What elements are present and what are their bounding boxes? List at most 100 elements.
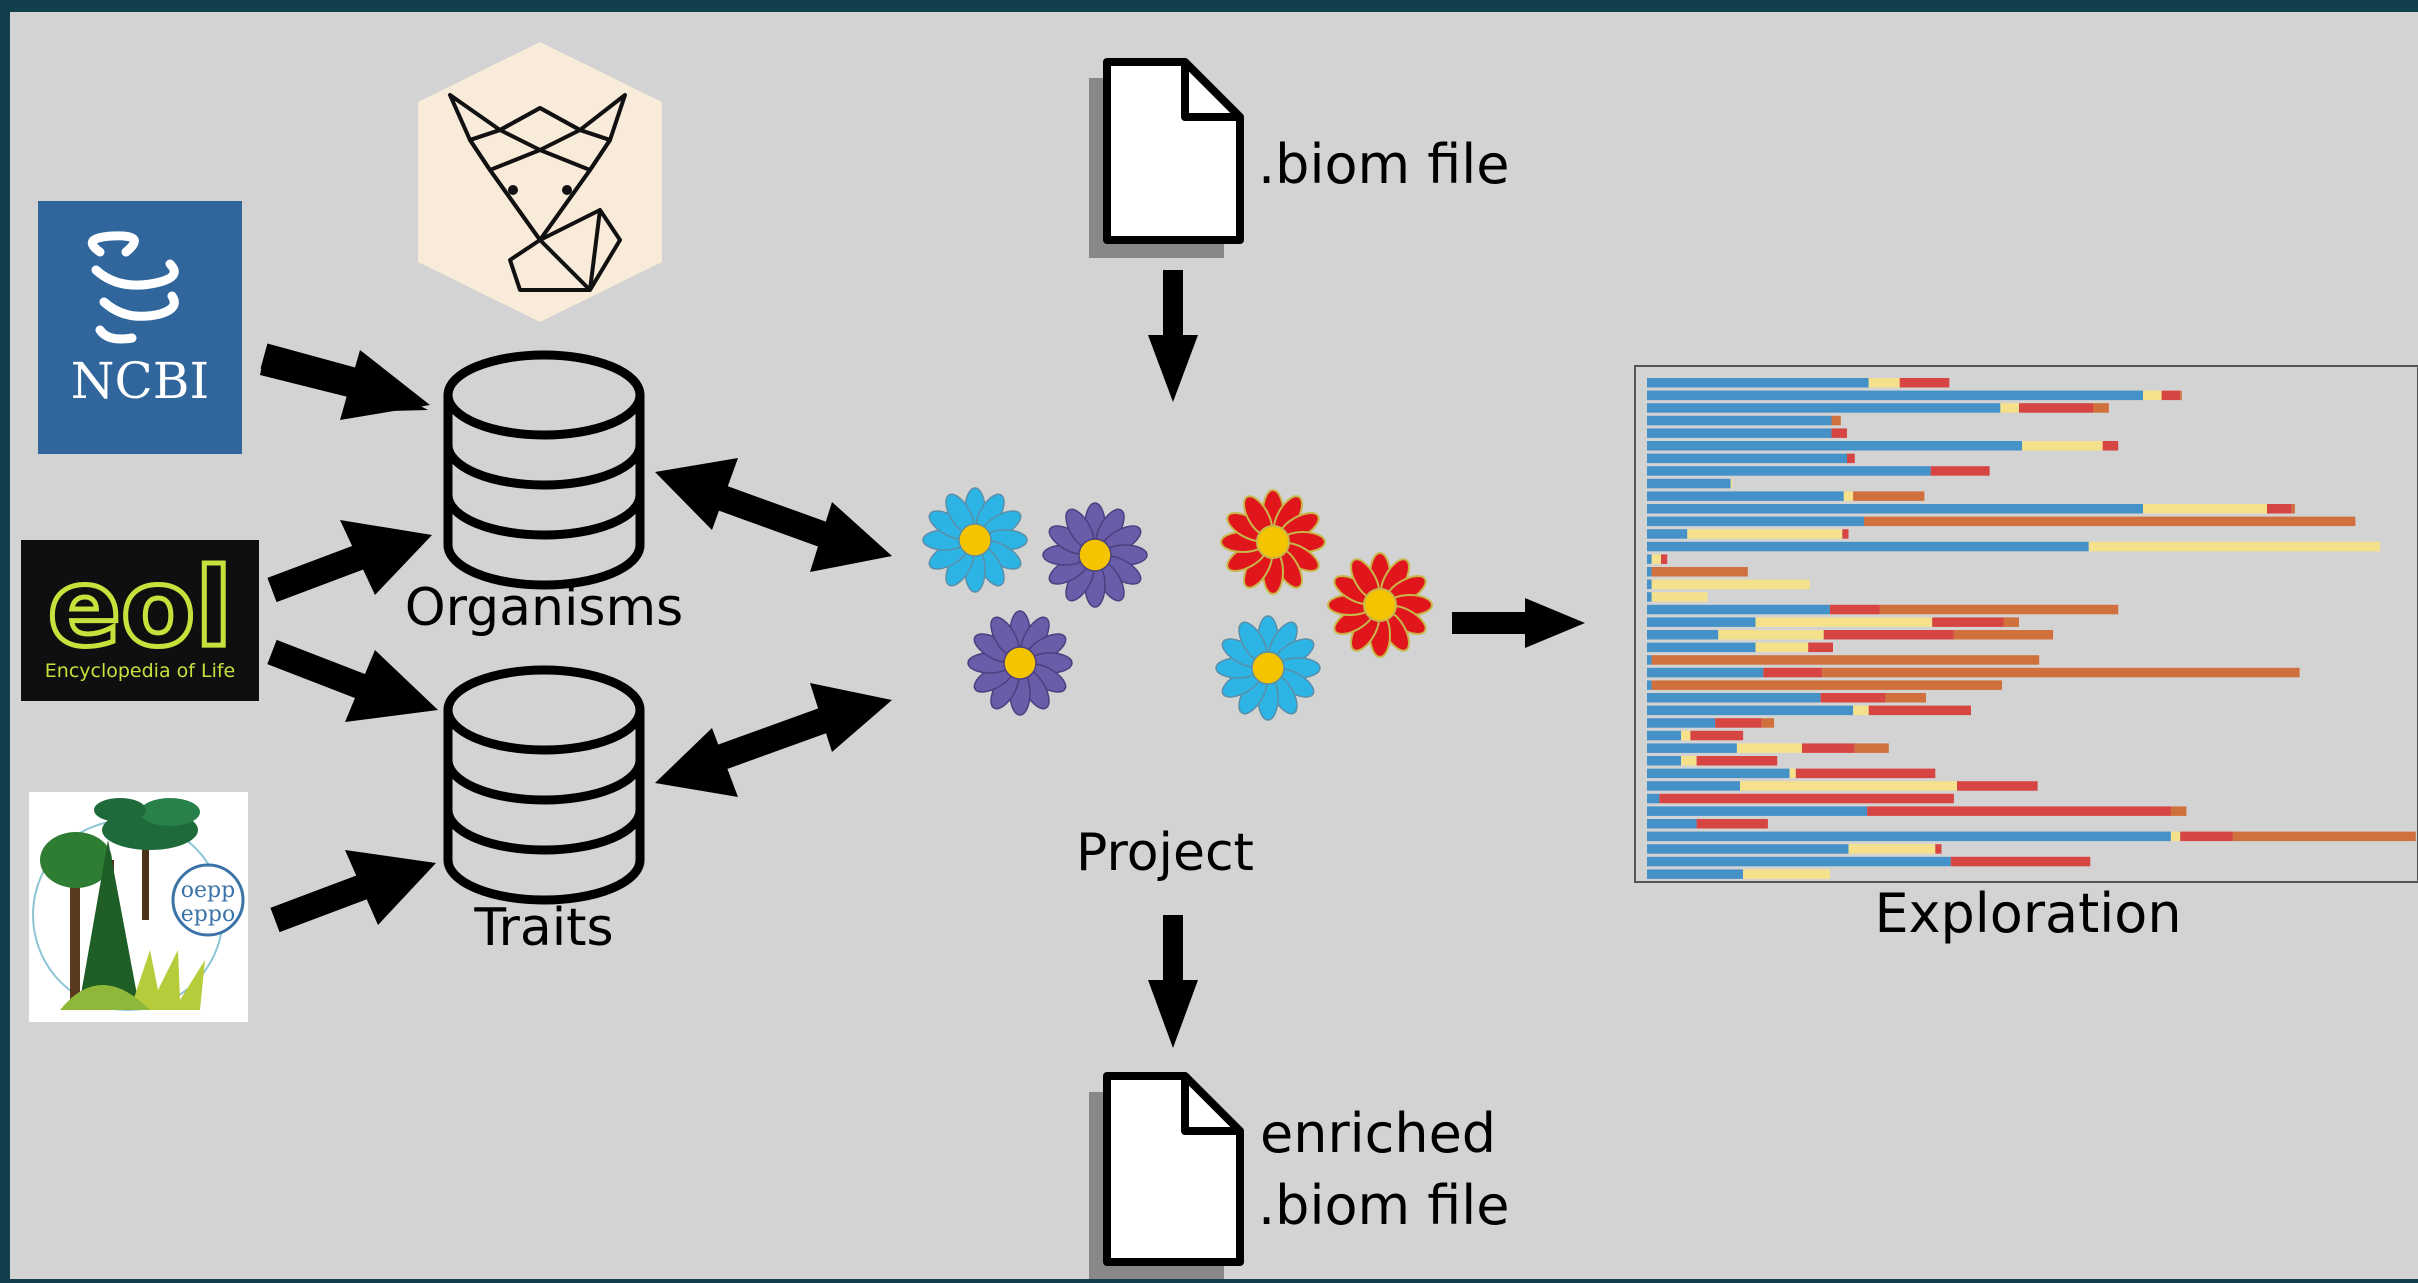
arrow-ncbi-to-organisms (260, 343, 430, 420)
exploration-bar-segment (1647, 819, 1697, 829)
exploration-bar-segment (2102, 441, 2119, 451)
exploration-bar-segment (1647, 756, 1682, 766)
exploration-bar-segment (1681, 730, 1691, 741)
exploration-bar-segment (2143, 504, 2267, 514)
arrow-eppo-to-traits (270, 850, 436, 933)
exploration-bar-segment (1651, 655, 2040, 665)
exploration-bar-segment (1847, 453, 1855, 464)
exploration-bar-segment (1885, 693, 1926, 703)
exploration-bar-segment (1647, 617, 1756, 627)
traits-database-icon (443, 665, 645, 905)
enriched-file-label-line1: enriched (1260, 1102, 1496, 1165)
exploration-bar-segment (1681, 756, 1697, 766)
exploration-bar-segment (1647, 718, 1716, 728)
exploration-bar-segment (1950, 856, 2091, 867)
exploration-bar-segment (1829, 604, 1880, 615)
exploration-bar-segment (1647, 415, 1832, 426)
ncbi-helix-icon (87, 231, 179, 344)
traits-label: Traits (473, 898, 613, 958)
exploration-bar-segment (1647, 642, 1756, 653)
exploration-bar-segment (2170, 806, 2187, 816)
exploration-bar-segment (1831, 415, 1841, 426)
exploration-bar-segment (2143, 390, 2162, 401)
enriched-file-label-line2: .biom file (1258, 1174, 1510, 1237)
exploration-bar-segment (1647, 743, 1737, 753)
exploration-bar-segment (1647, 541, 2089, 552)
ncbi-logo-text: NCBI (71, 352, 210, 410)
arrow-project-to-exploration (1452, 598, 1585, 648)
exploration-bar-segment (1647, 869, 1744, 879)
exploration-bar-segment (2180, 831, 2233, 842)
exploration-bar-segment (1864, 516, 2356, 527)
organisms-label: Organisms (405, 578, 684, 638)
exploration-bar-segment (1647, 604, 1830, 615)
exploration-bar-segment (2019, 403, 2094, 413)
exploration-bar-segment (1932, 617, 2004, 627)
exploration-bar-segment (1647, 466, 1931, 476)
exploration-bar-segment (2161, 390, 2181, 401)
exploration-bar-segment (1647, 516, 1864, 527)
exploration-bar-segment (1647, 831, 2171, 842)
arrow-biom-to-project (1148, 270, 1198, 402)
exploration-bar-segment (1843, 491, 1854, 501)
exploration-bar-segment (2088, 541, 2381, 552)
exploration-bar-segment (2291, 504, 2295, 514)
arrows (260, 270, 1585, 1048)
exploration-bar-segment (2170, 831, 2181, 842)
biom-file-icon (1089, 58, 1244, 258)
exploration-bar-segment (1647, 453, 1847, 464)
exploration-bar-segment (1647, 768, 1790, 779)
exploration-bar-segment (1647, 680, 1652, 690)
exploration-bar-segment (1659, 793, 1954, 804)
exploration-bar-segment (1867, 806, 2171, 816)
exploration-bar-segment (1795, 768, 1936, 779)
exploration-bar-segment (1647, 693, 1821, 703)
exploration-bar-segment (1647, 856, 1951, 867)
exploration-bar-segment (1647, 529, 1688, 539)
exploration-bar-segment (1740, 781, 1957, 791)
exploration-bar-segment (1647, 390, 2143, 401)
eol-logo: eol Encyclopedia of Life (21, 540, 259, 701)
exploration-bar-segment (1690, 730, 1744, 741)
exploration-bar-segment (1651, 592, 1708, 602)
exploration-bar-segment (1647, 806, 1868, 816)
exploration-bar-segment (1647, 844, 1849, 854)
exploration-chart (1634, 365, 2418, 883)
exploration-bar-segment (1651, 680, 2002, 690)
eol-logo-caption: Encyclopedia of Life (45, 660, 235, 682)
exploration-bar-segment (1647, 403, 2001, 413)
exploration-bar-segment (1820, 693, 1886, 703)
exploration-bar-segment (1842, 529, 1849, 539)
exploration-bar-segment (2180, 390, 2182, 401)
exploration-bar-segment (1736, 743, 1802, 753)
exploration-bar-segment (1651, 579, 1810, 590)
exploration-bar-segment (1647, 378, 1869, 388)
exploration-bar-segment (1647, 491, 1844, 501)
exploration-bar-segment (1808, 642, 1833, 653)
exploration-bar-segment (1715, 718, 1762, 728)
fox-logo (418, 42, 662, 322)
exploration-bar-segment (1661, 554, 1668, 564)
arrow-eol-to-organisms (267, 520, 432, 603)
exploration-bar-segment (1853, 491, 1925, 501)
exploration-bar-segment (2232, 831, 2416, 842)
exploration-bar-segment (1651, 554, 1661, 564)
arrow-eol-to-traits (267, 639, 438, 722)
eppo-logo: oepp eppo (29, 792, 248, 1022)
fox-icon (448, 93, 627, 292)
exploration-bar-segment (1802, 743, 1855, 753)
exploration-bar-segment (1647, 655, 1652, 665)
exploration-bar-segment (1761, 718, 1775, 728)
exploration-bar-segment (1848, 844, 1936, 854)
exploration-bar-segment (1853, 705, 1869, 716)
exploration-bar-segment (2267, 504, 2292, 514)
exploration-bar-segment (1868, 378, 1900, 388)
exploration-bar-segment (1930, 466, 1990, 476)
organisms-database-icon (443, 350, 645, 590)
exploration-bar-segment (1763, 667, 1823, 678)
exploration-bar-segment (1957, 781, 2038, 791)
exploration-bar-segment (1755, 642, 1809, 653)
exploration-bar-segment (1647, 554, 1652, 564)
exploration-bar-segment (1730, 478, 1733, 489)
